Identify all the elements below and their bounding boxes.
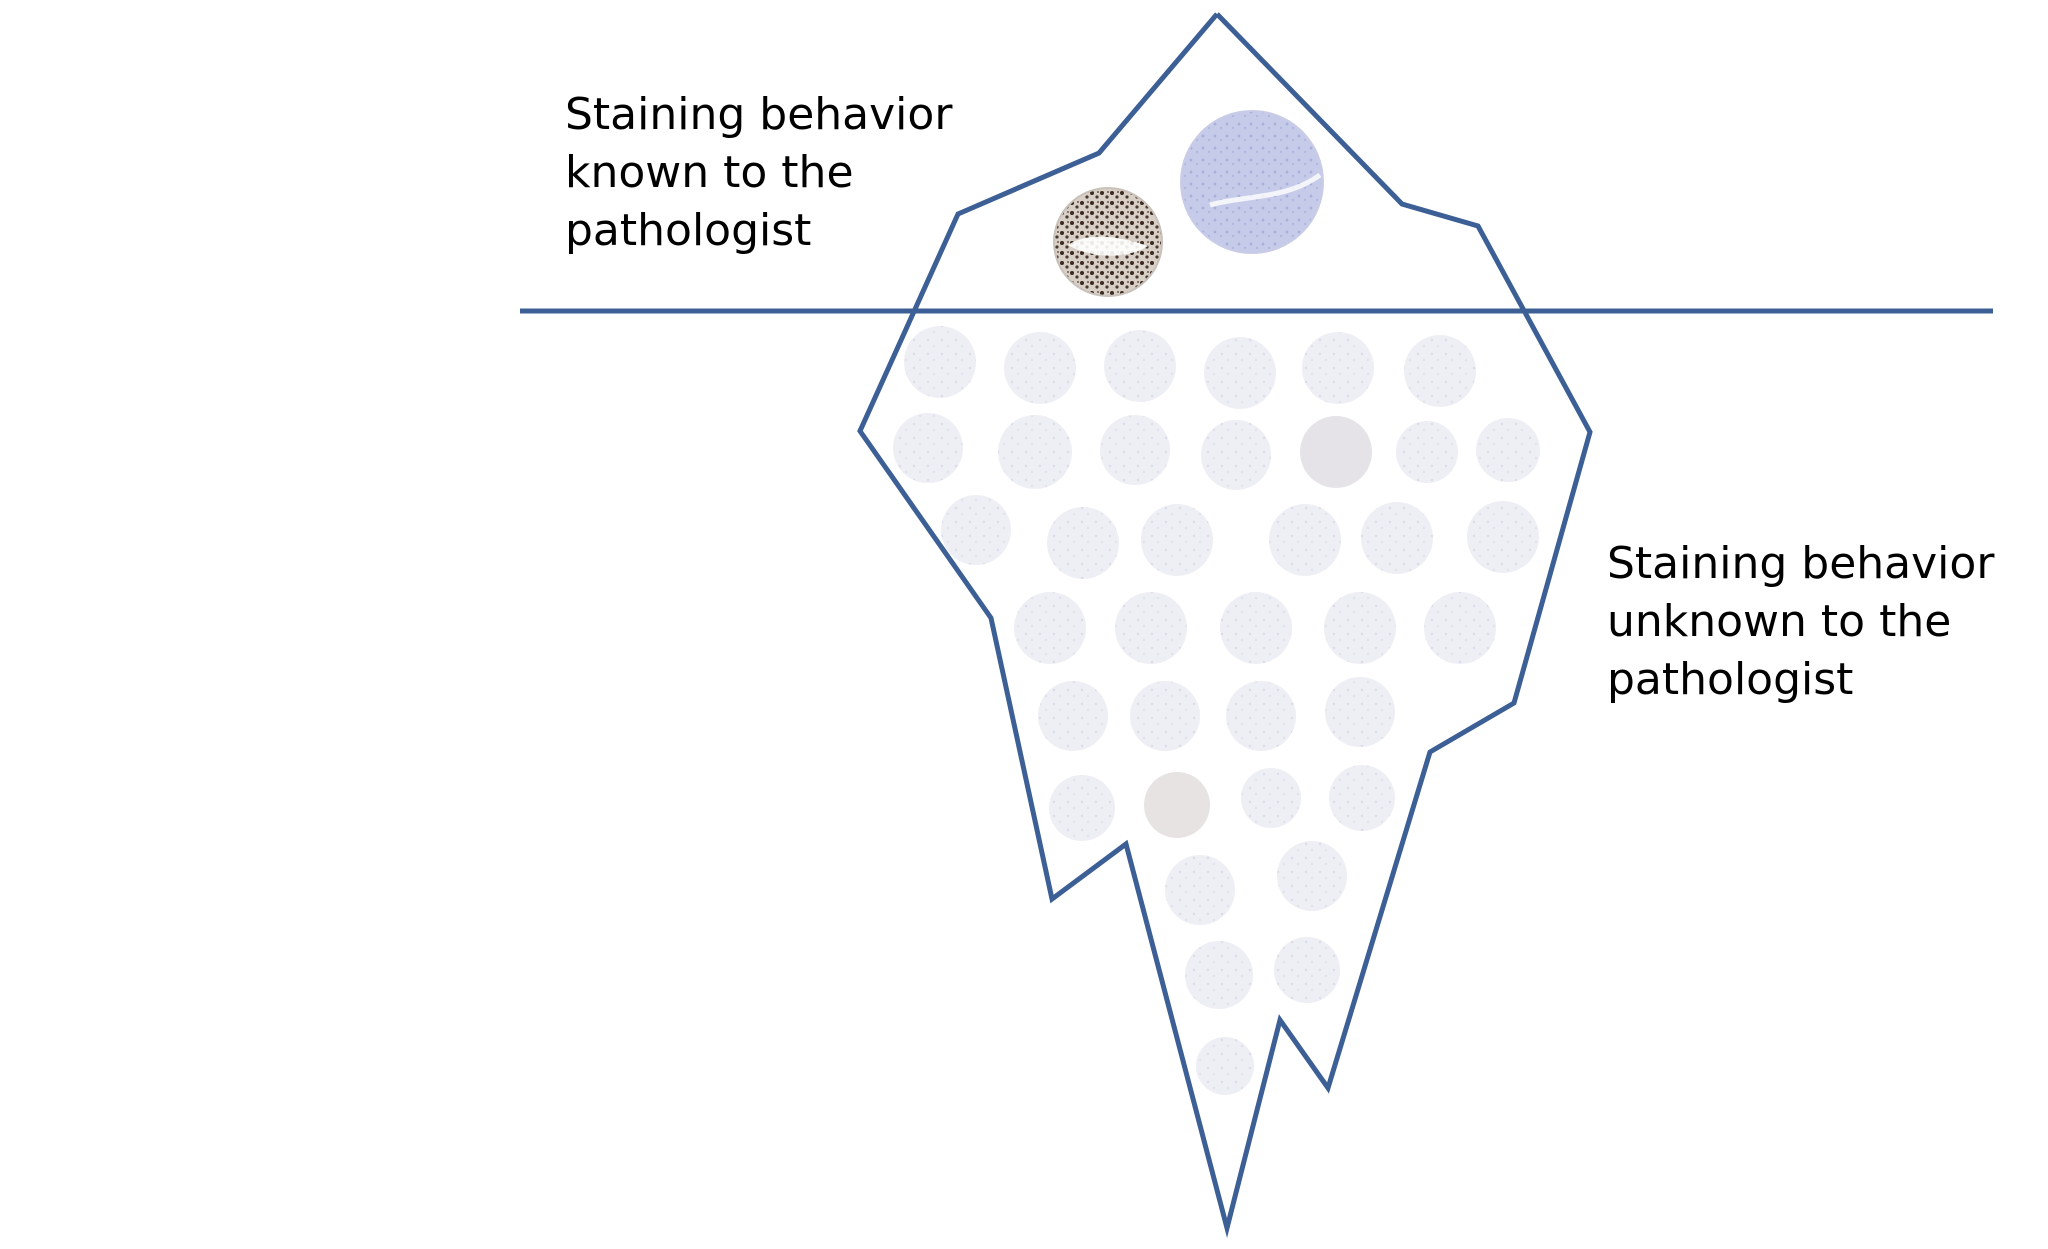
tissue-core-icon — [1226, 681, 1296, 751]
core-row-2 — [893, 413, 1540, 490]
tissue-core-icon — [1115, 592, 1187, 664]
tissue-core-icon — [1302, 332, 1374, 404]
core-row-1 — [904, 326, 1476, 409]
tissue-core-icon — [1165, 855, 1235, 925]
tissue-core-icon — [1196, 1037, 1254, 1095]
known-label-line-1: Staining behavior — [565, 89, 953, 140]
tissue-core-icon — [1220, 592, 1292, 664]
tissue-core-icon — [1104, 330, 1176, 402]
core-row-9 — [1196, 1037, 1254, 1095]
tissue-core-icon — [1144, 772, 1210, 838]
known-label-line-2: known to the — [565, 147, 854, 198]
core-row-7 — [1165, 841, 1347, 925]
tissue-core-icon — [1241, 768, 1301, 828]
tissue-core-icon — [1467, 501, 1539, 573]
tissue-core-icon — [1329, 765, 1395, 831]
known-staining-label: Staining behavior known to the pathologi… — [565, 86, 952, 260]
tissue-core-icon — [1185, 941, 1253, 1009]
tissue-core-icon — [1277, 841, 1347, 911]
tissue-core-gap — [1209, 172, 1322, 208]
tissue-core-icon — [893, 413, 963, 483]
core-row-3 — [941, 495, 1539, 579]
core-row-4 — [1014, 592, 1496, 664]
tissue-core-icon — [1180, 110, 1324, 254]
tissue-core-icon — [1049, 775, 1115, 841]
tissue-core-icon — [998, 415, 1072, 489]
known-label-line-3: pathologist — [565, 205, 812, 256]
tissue-core-icon — [1424, 592, 1496, 664]
tissue-core-icon — [1130, 681, 1200, 751]
tissue-core-icon — [1396, 421, 1458, 483]
tissue-core-icon — [1204, 337, 1276, 409]
tissue-core-icon — [1324, 592, 1396, 664]
core-row-6 — [1049, 765, 1395, 841]
tissue-core-icon — [1404, 335, 1476, 407]
tissue-core-icon — [1300, 416, 1372, 488]
unknown-label-line-3: pathologist — [1607, 654, 1854, 705]
tissue-core-icon — [1201, 420, 1271, 490]
unknown-label-line-2: unknown to the — [1607, 596, 1952, 647]
tissue-core-icon — [1361, 502, 1433, 574]
submerged-tissue-cores — [893, 326, 1540, 1095]
tissue-core-icon — [1004, 332, 1076, 404]
tissue-core-icon — [1476, 418, 1540, 482]
tissue-core-icon — [941, 495, 1011, 565]
unknown-staining-label: Staining behavior unknown to the patholo… — [1607, 535, 1994, 709]
tissue-core-icon — [1038, 681, 1108, 751]
core-row-5 — [1038, 677, 1395, 751]
core-row-8 — [1185, 937, 1340, 1009]
tissue-core-icon — [1325, 677, 1395, 747]
tissue-core-icon — [1014, 592, 1086, 664]
tissue-core-icon — [1100, 415, 1170, 485]
tissue-core-gap — [1068, 236, 1148, 256]
tissue-core-icon — [1141, 504, 1213, 576]
tissue-core-icon — [1274, 937, 1340, 1003]
visible-tissue-cores — [1053, 110, 1324, 297]
tissue-core-icon — [1269, 504, 1341, 576]
tissue-core-icon — [1047, 507, 1119, 579]
unknown-label-line-1: Staining behavior — [1607, 538, 1995, 589]
iceberg-outline-icon — [857, 12, 1593, 1238]
tissue-core-icon — [904, 326, 976, 398]
